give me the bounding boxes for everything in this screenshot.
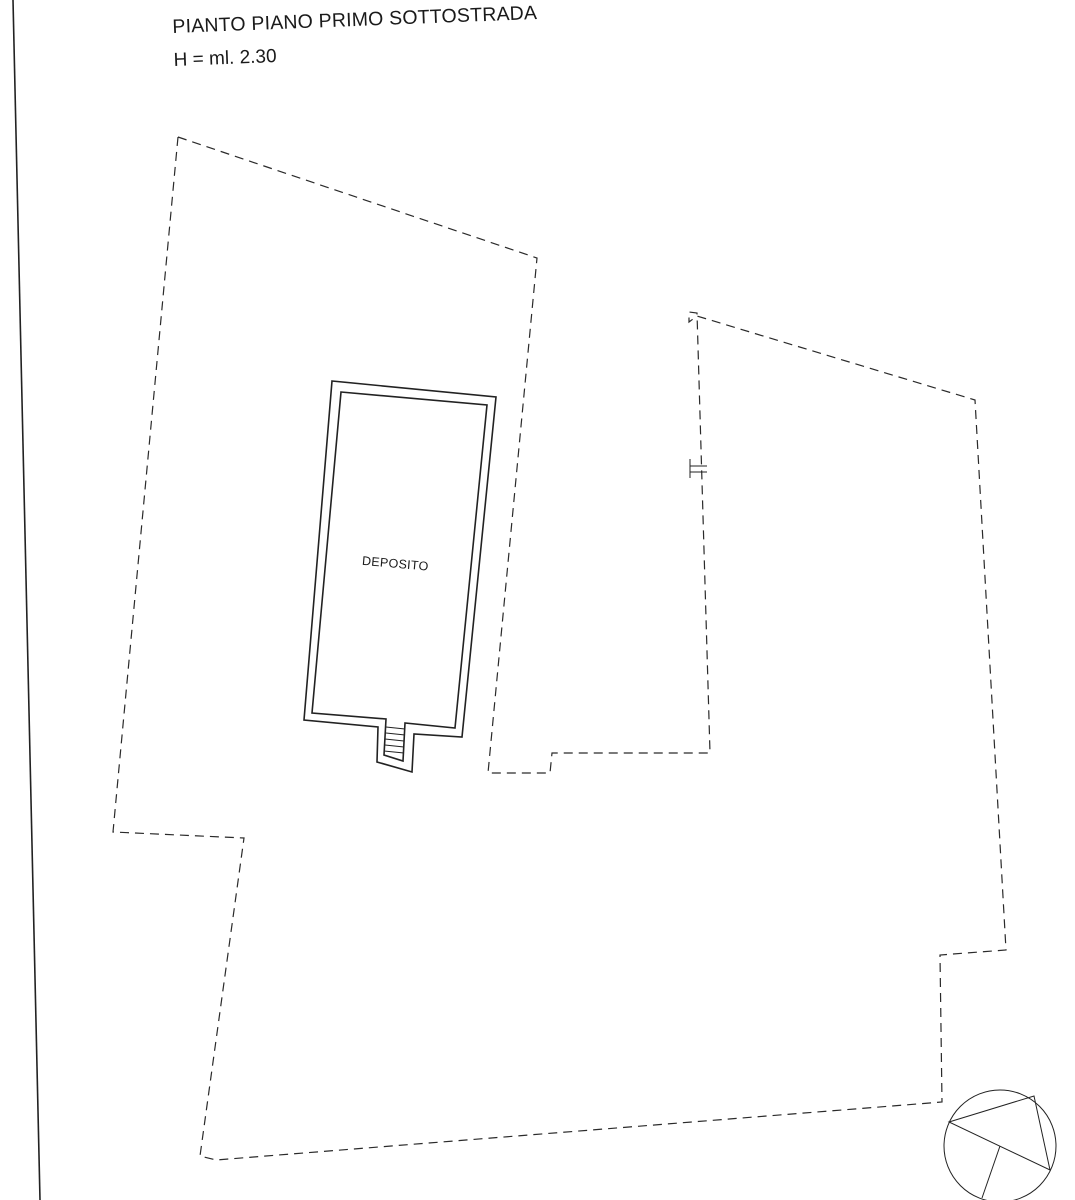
wall-opening-mark	[689, 459, 707, 478]
stair-treads	[383, 726, 406, 754]
deposito-room: DEPOSITO	[303, 380, 497, 774]
margin-line	[12, 0, 41, 1200]
left-plot-boundary	[112, 136, 1007, 1161]
room-label-deposito: DEPOSITO	[361, 554, 429, 574]
compass-icon	[943, 1089, 1057, 1200]
